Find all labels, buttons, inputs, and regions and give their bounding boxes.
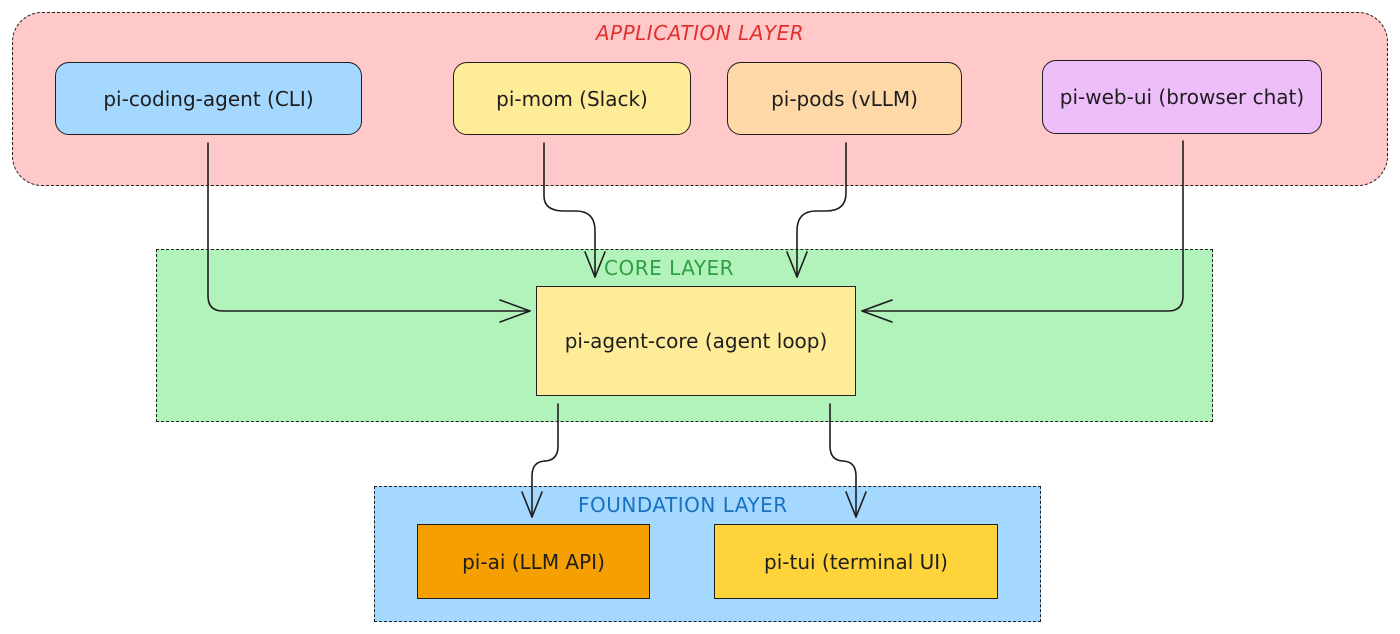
edge-web-ui-to-core: [861, 140, 1184, 323]
node-pi-tui: pi-tui (terminal UI): [714, 524, 998, 599]
edge-core-to-ai: [521, 403, 559, 518]
node-pi-web-ui: pi-web-ui (browser chat): [1042, 60, 1322, 134]
application-layer-title: APPLICATION LAYER: [595, 21, 805, 45]
node-pi-mom: pi-mom (Slack): [453, 62, 691, 135]
edge-mom-to-core: [543, 142, 606, 278]
node-pi-coding-agent: pi-coding-agent (CLI): [55, 62, 362, 135]
edge-core-to-tui: [829, 403, 867, 518]
core-layer-title: CORE LAYER: [604, 256, 735, 280]
node-pi-pods: pi-pods (vLLM): [727, 62, 962, 135]
node-pi-agent-core: pi-agent-core (agent loop): [536, 286, 856, 396]
foundation-layer-title: FOUNDATION LAYER: [578, 493, 788, 517]
edge-pods-to-core: [786, 142, 847, 278]
edge-coding-agent-to-core: [207, 142, 531, 323]
node-pi-ai: pi-ai (LLM API): [417, 524, 650, 599]
